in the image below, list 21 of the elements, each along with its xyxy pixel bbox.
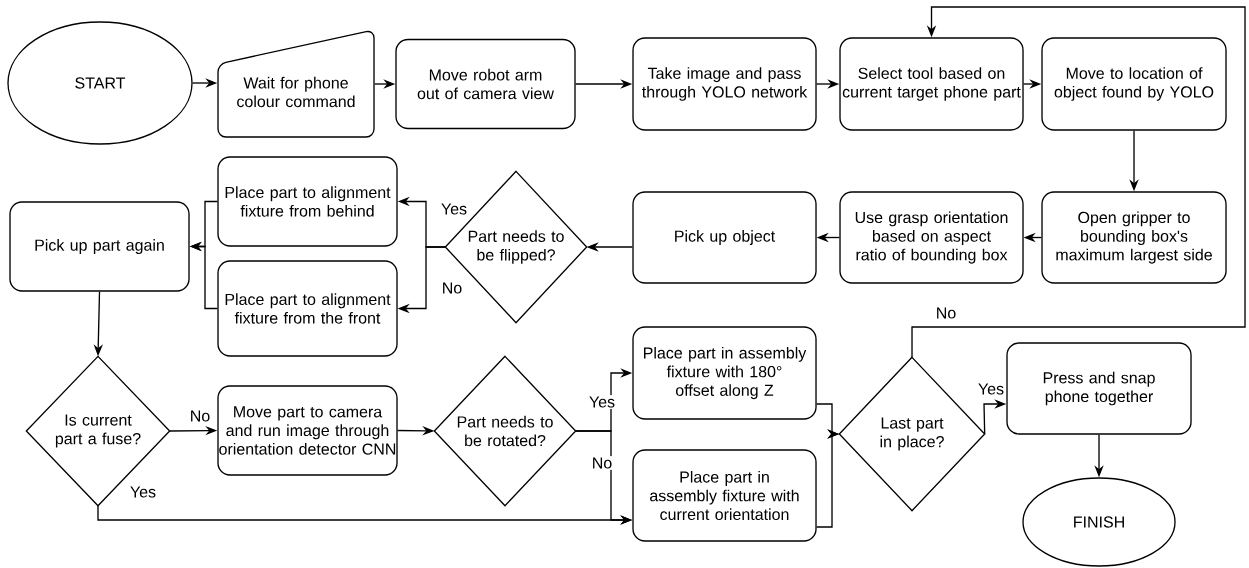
process-box: Open gripper to bounding box's maximum largest side bbox=[1041, 191, 1227, 284]
process-box: Use grasp orientation based on aspect ratio of bounding box bbox=[839, 191, 1024, 284]
edge-label: Yes bbox=[128, 485, 158, 499]
process-box: Place part to alignment fixture from the front bbox=[217, 260, 398, 357]
process-box: Select tool based on current target phone part bbox=[839, 37, 1024, 131]
edge-label: No bbox=[590, 456, 614, 470]
process-box: Take image and pass through YOLO network bbox=[632, 37, 817, 131]
edge-label: Yes bbox=[587, 395, 617, 409]
process-box: Move part to camera and run image through orientation detector CNN bbox=[217, 385, 398, 476]
process-box: Pick up object bbox=[632, 191, 817, 284]
process-box: Move to location of object found by YOLO bbox=[1041, 37, 1227, 131]
process-box: Move robot arm out of camera view bbox=[395, 38, 576, 130]
arrow bbox=[911, 6, 1246, 358]
process-box: Place part in assembly fixture with 180° offset along Z bbox=[632, 326, 817, 420]
process-box: Press and snap phone together bbox=[1006, 342, 1192, 435]
process-box: Pick up part again bbox=[9, 201, 190, 292]
input-box: Wait for phone colour command bbox=[217, 30, 375, 138]
edge-label: No bbox=[934, 306, 958, 320]
process-box: Place part in assembly fixture with current orientation bbox=[632, 449, 817, 542]
edge-label: No bbox=[188, 409, 212, 423]
process-box: Place part to alignment fixture from behind bbox=[217, 156, 398, 247]
